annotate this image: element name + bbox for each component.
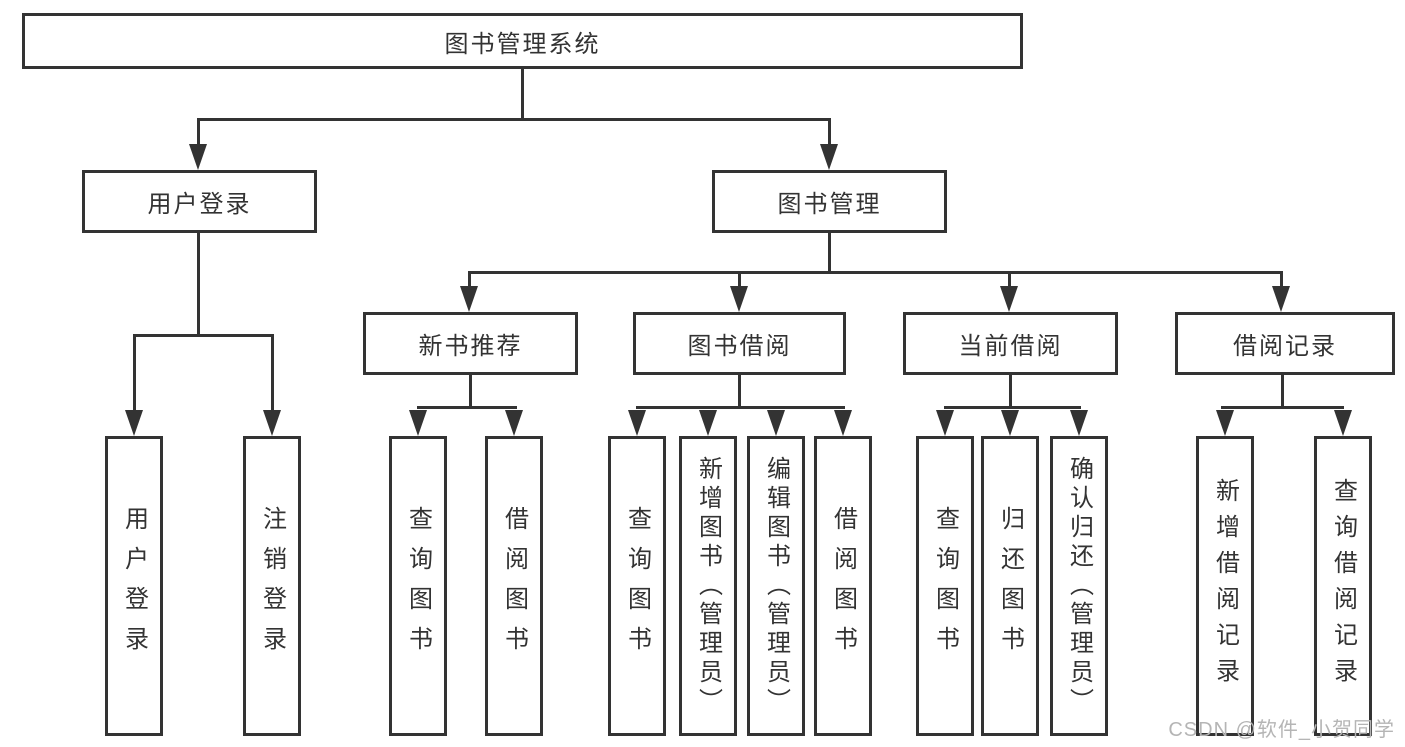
node-root-system: 图书管理系统 xyxy=(22,13,1023,69)
node-book-borrow: 图书借阅 xyxy=(633,312,846,375)
connector xyxy=(1009,375,1012,408)
arrowhead-icon xyxy=(936,410,954,436)
leaf-borrow-books: 借阅图书 xyxy=(485,436,543,736)
leaf-query-borrow-record: 查询借阅记录 xyxy=(1314,436,1372,736)
arrowhead-icon xyxy=(505,410,523,436)
leaf-borrow-books: 借阅图书 xyxy=(814,436,872,736)
connector xyxy=(828,233,831,274)
connector xyxy=(1280,271,1283,291)
connector xyxy=(417,406,517,409)
leaf-query-books: 查询图书 xyxy=(389,436,447,736)
arrowhead-icon xyxy=(767,410,785,436)
connector xyxy=(738,271,741,291)
arrowhead-icon xyxy=(730,286,748,312)
connector xyxy=(636,406,845,409)
leaf-confirm-return-admin: 确认归还（管理员） xyxy=(1050,436,1108,736)
arrowhead-icon xyxy=(263,410,281,436)
arrowhead-icon xyxy=(834,410,852,436)
connector xyxy=(944,406,1081,409)
leaf-logout: 注销登录 xyxy=(243,436,301,736)
connector xyxy=(1221,406,1344,409)
node-current-borrow: 当前借阅 xyxy=(903,312,1118,375)
leaf-user-login: 用户登录 xyxy=(105,436,163,736)
connector xyxy=(197,233,200,336)
connector xyxy=(828,118,831,150)
arrowhead-icon xyxy=(1000,286,1018,312)
leaf-query-books: 查询图书 xyxy=(608,436,666,736)
connector xyxy=(1008,271,1011,291)
leaf-query-books: 查询图书 xyxy=(916,436,974,736)
arrowhead-icon xyxy=(125,410,143,436)
csdn-watermark: CSDN @软件_小贺同学 xyxy=(1168,719,1395,741)
leaf-return-books: 归还图书 xyxy=(981,436,1039,736)
connector xyxy=(271,334,274,414)
arrowhead-icon xyxy=(189,144,207,170)
arrowhead-icon xyxy=(1001,410,1019,436)
leaf-edit-books-admin: 编辑图书（管理员） xyxy=(747,436,805,736)
connector xyxy=(738,375,741,408)
leaf-add-borrow-record: 新增借阅记录 xyxy=(1196,436,1254,736)
node-new-book-recommend: 新书推荐 xyxy=(363,312,578,375)
arrowhead-icon xyxy=(409,410,427,436)
connector xyxy=(469,375,472,408)
leaf-add-books-admin: 新增图书（管理员） xyxy=(679,436,737,736)
arrowhead-icon xyxy=(1334,410,1352,436)
arrowhead-icon xyxy=(1272,286,1290,312)
connector xyxy=(133,334,274,337)
connector xyxy=(468,271,471,291)
connector xyxy=(521,68,524,120)
arrowhead-icon xyxy=(1070,410,1088,436)
arrowhead-icon xyxy=(628,410,646,436)
node-book-management: 图书管理 xyxy=(712,170,947,233)
node-user-login: 用户登录 xyxy=(82,170,317,233)
connector xyxy=(133,334,136,414)
arrowhead-icon xyxy=(1216,410,1234,436)
connector xyxy=(468,271,1282,274)
connector xyxy=(197,118,831,121)
connector xyxy=(1281,375,1284,408)
arrowhead-icon xyxy=(460,286,478,312)
node-borrow-record: 借阅记录 xyxy=(1175,312,1395,375)
arrowhead-icon xyxy=(820,144,838,170)
arrowhead-icon xyxy=(699,410,717,436)
connector xyxy=(197,118,200,150)
